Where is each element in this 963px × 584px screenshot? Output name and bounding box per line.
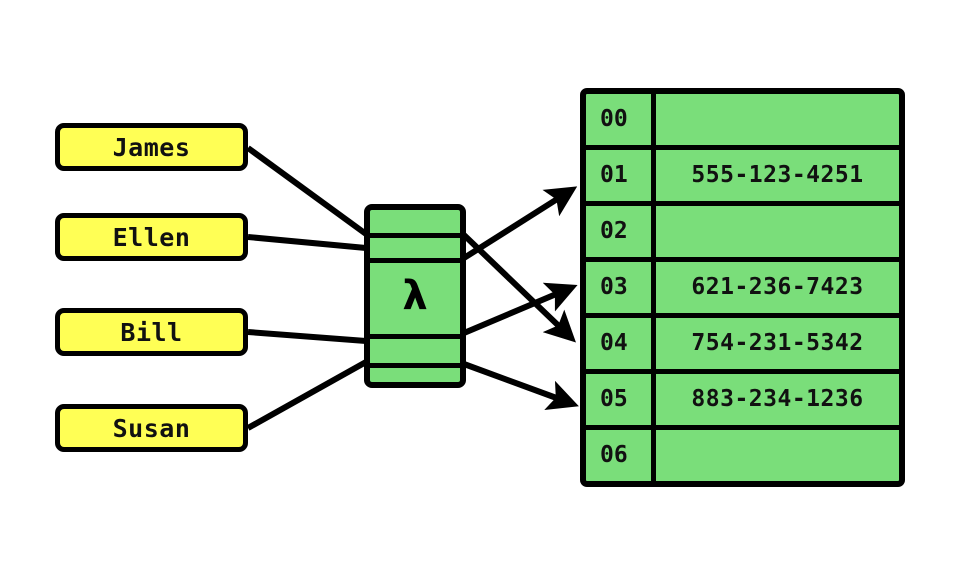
bucket-index: 04 [586, 318, 656, 369]
hash-function-box: λ [364, 204, 466, 388]
table-row: 06 [586, 430, 899, 481]
link-hash-to-bucket-03 [462, 282, 578, 336]
bucket-index: 06 [586, 430, 656, 481]
table-row: 01 555-123-4251 [586, 150, 899, 206]
table-row: 00 [586, 94, 899, 150]
link-hash-to-bucket-05 [462, 361, 579, 411]
key-label: Susan [112, 413, 191, 443]
key-box-susan: Susan [55, 404, 248, 452]
key-label: Bill [120, 317, 183, 347]
key-box-bill: Bill [55, 308, 248, 356]
bucket-value: 621-236-7423 [691, 274, 864, 300]
table-row: 05 883-234-1236 [586, 374, 899, 430]
link-susan-to-hash [246, 359, 368, 431]
table-row: 02 [586, 206, 899, 262]
hash-divider [370, 334, 460, 339]
table-row: 04 754-231-5342 [586, 318, 899, 374]
key-label: Ellen [112, 222, 191, 252]
link-hash-to-bucket-04 [461, 232, 576, 343]
bucket-index: 01 [586, 150, 656, 201]
bucket-index: 02 [586, 206, 656, 257]
link-bill-to-hash [247, 329, 367, 344]
bucket-value: 883-234-1236 [691, 386, 864, 412]
table-row: 03 621-236-7423 [586, 262, 899, 318]
bucket-value [656, 430, 899, 481]
lambda-symbol: λ [402, 273, 428, 319]
link-hash-to-bucket-01 [462, 186, 578, 261]
bucket-value [656, 94, 899, 145]
bucket-value: 555-123-4251 [691, 162, 864, 188]
hash-divider [370, 363, 460, 368]
key-label: James [112, 132, 191, 162]
key-box-james: James [55, 123, 248, 171]
bucket-value: 754-231-5342 [691, 330, 864, 356]
hash-table: 00 01 555-123-4251 02 03 621-236-7423 04… [580, 88, 905, 487]
bucket-index: 03 [586, 262, 656, 313]
hash-divider [370, 258, 460, 263]
bucket-index: 05 [586, 374, 656, 425]
link-ellen-to-hash [247, 234, 367, 251]
link-james-to-hash [246, 145, 368, 237]
hash-divider [370, 233, 460, 238]
bucket-index: 00 [586, 94, 656, 145]
key-box-ellen: Ellen [55, 213, 248, 261]
bucket-value [656, 206, 899, 257]
